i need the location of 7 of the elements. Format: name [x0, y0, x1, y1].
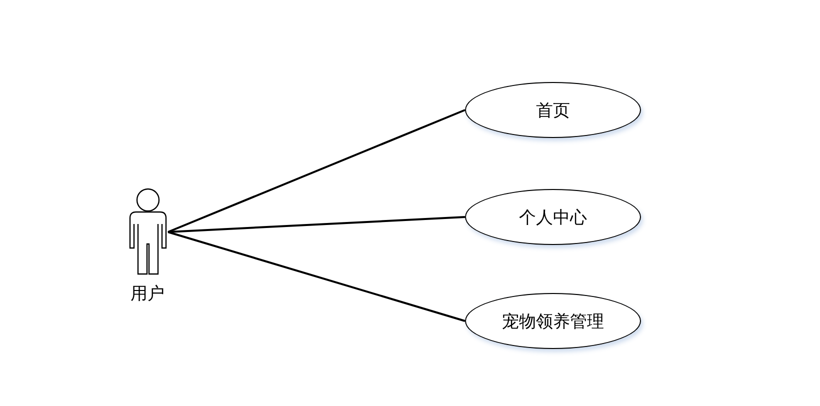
- use-case-ellipse: 个人中心: [465, 189, 641, 245]
- association-line: [168, 109, 466, 233]
- actor-label: 用户: [130, 283, 164, 305]
- use-case-ellipse: 宠物领养管理: [465, 293, 641, 349]
- use-case-ellipse: 首页: [465, 82, 641, 138]
- association-line: [168, 216, 466, 233]
- association-line: [168, 231, 466, 322]
